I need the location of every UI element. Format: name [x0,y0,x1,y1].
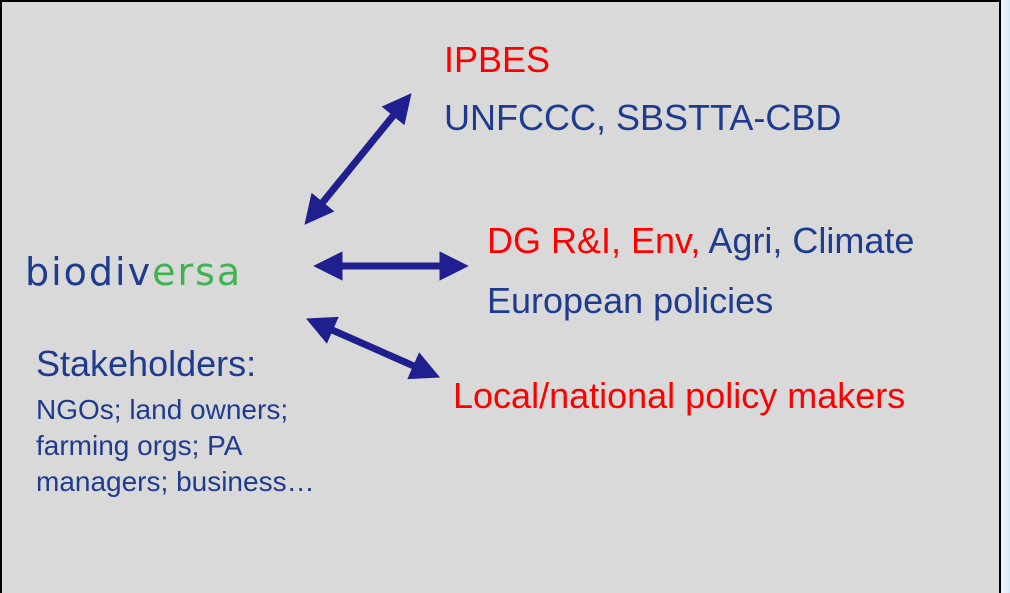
arrow-to-local [305,316,441,380]
local-policy-makers-label: Local/national policy makers [453,375,906,416]
unfccc-label: UNFCCC, SBSTTA-CBD [444,97,842,138]
logo-text-main: biodiv [25,250,153,294]
logo-text-accent: ersa [152,250,243,294]
biodiversa-logo: biodiversa [25,253,242,291]
dg-label: DG R&I, Env, Agri, Climate [487,223,914,259]
ipbes-label: IPBES [444,39,551,80]
stakeholders-list: NGOs; land owners; farming orgs; PA mana… [36,394,315,497]
stakeholders-title: Stakeholders: [36,343,257,384]
dg-red-text: DG R&I, Env, [487,220,701,261]
dg-blue-text: Agri, Climate [700,220,915,261]
arrow-to-ipbes [304,93,412,225]
edge-strip [1001,0,1010,593]
european-policies-label: European policies [487,280,774,321]
